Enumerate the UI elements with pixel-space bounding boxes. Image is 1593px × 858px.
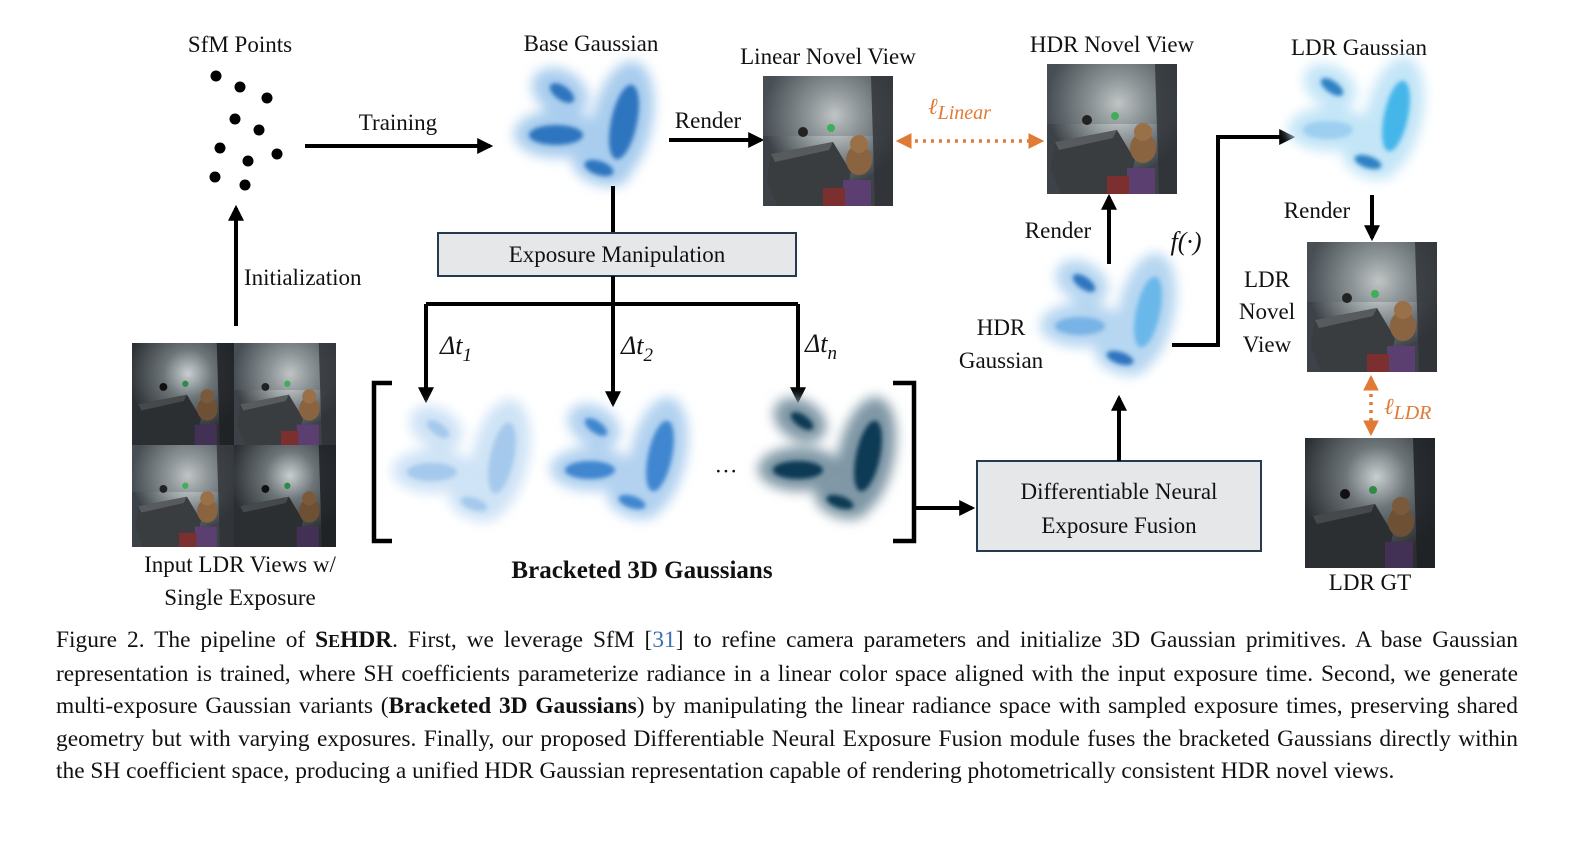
- figure-caption: Figure 2. The pipeline of SEHDR. First, …: [56, 627, 1518, 784]
- ldr-gaussian: [1288, 57, 1425, 180]
- sfm-points: [209, 70, 283, 191]
- left-bracket: [371, 380, 392, 544]
- dnef-line2: Exposure Fusion: [1041, 513, 1197, 538]
- ldr-gt-label: LDR GT: [1329, 570, 1411, 595]
- base-gaussian-label: Base Gaussian: [524, 31, 659, 56]
- dnef-line1: Differentiable Neural: [1021, 479, 1218, 504]
- exposure-branches: [418, 276, 806, 408]
- delta-t2-label: Δt2: [620, 331, 653, 366]
- delta-t1-label: Δt1: [439, 331, 472, 366]
- f-label: f(·): [1170, 227, 1201, 256]
- delta-tn-label: Δtn: [804, 329, 837, 364]
- bracketed-gaussian-2: [550, 397, 689, 520]
- hdr-gaussian-line1: HDR: [977, 315, 1026, 340]
- ldr-novel-view-image: [1307, 242, 1437, 372]
- method-name-small: E: [328, 631, 341, 651]
- ldr-novel-view-line1: LDR: [1244, 267, 1291, 292]
- loss-ldr-label: ℓLDR: [1384, 394, 1431, 424]
- input-label-line1: Input LDR Views w/: [144, 552, 336, 577]
- render-label-3: Render: [1284, 198, 1351, 223]
- pipeline-figure: SfM Points Training Initialization Input…: [0, 31, 1593, 610]
- bracketed-gaussian-1: [392, 399, 531, 522]
- initialization-label: Initialization: [244, 265, 362, 290]
- input-label-line2: Single Exposure: [164, 585, 315, 610]
- render-label-1: Render: [675, 108, 742, 133]
- hdr-novel-view-label: HDR Novel View: [1030, 32, 1195, 57]
- bracketed-term: Bracketed 3D Gaussians: [388, 693, 637, 719]
- linear-novel-view-label: Linear Novel View: [740, 44, 916, 69]
- ldr-novel-view-line2: Novel: [1239, 299, 1295, 324]
- bracketed-label: Bracketed 3D Gaussians: [511, 557, 772, 584]
- exposure-manipulation-box: [437, 232, 797, 277]
- render-label-2: Render: [1025, 218, 1092, 243]
- citation-link[interactable]: 31: [652, 627, 676, 653]
- tone-mapping-arrow: [1172, 129, 1296, 347]
- hdr-novel-view-image: [1047, 64, 1177, 194]
- hdr-gaussian-line2: Gaussian: [959, 348, 1044, 373]
- method-name-first: S: [315, 627, 329, 653]
- sfm-points-label: SfM Points: [188, 32, 292, 57]
- exposure-manipulation-label: Exposure Manipulation: [509, 242, 726, 267]
- input-ldr-views: [132, 343, 336, 547]
- method-name-rest: HDR: [340, 627, 393, 653]
- bracketed-gaussian-n: [758, 397, 897, 520]
- linear-novel-view-image: [763, 76, 893, 206]
- right-bracket: [893, 380, 917, 544]
- ldr-novel-view-line3: View: [1243, 332, 1292, 357]
- hdr-gaussian: [1040, 253, 1177, 376]
- ldr-gaussian-label: LDR Gaussian: [1291, 35, 1428, 60]
- ldr-gt-image: [1305, 438, 1435, 568]
- loss-linear-label: ℓLinear: [928, 94, 991, 124]
- ellipsis: ···: [715, 459, 738, 484]
- training-label: Training: [359, 110, 438, 135]
- base-gaussian: [514, 61, 655, 187]
